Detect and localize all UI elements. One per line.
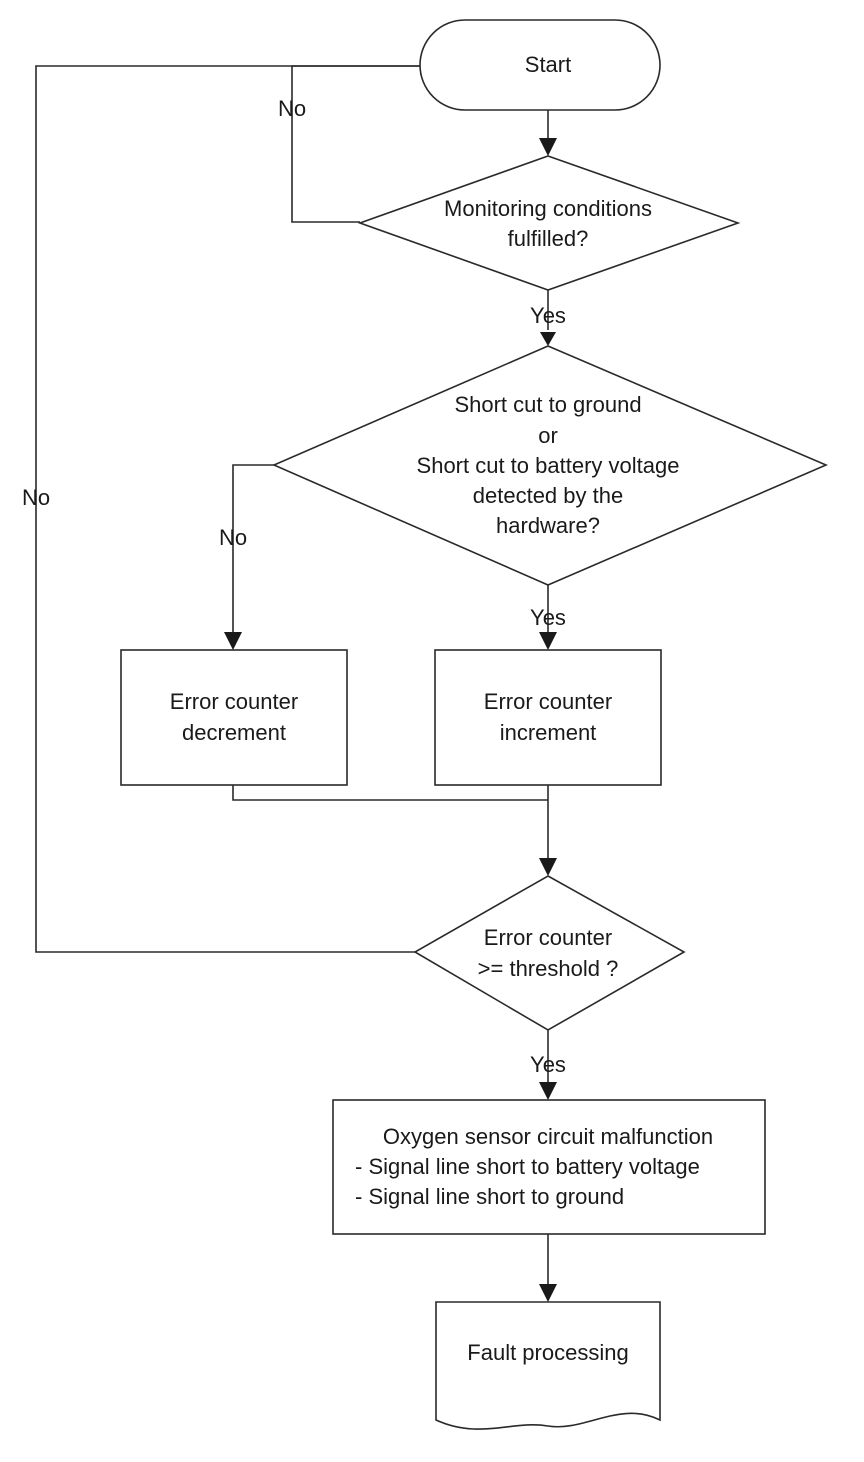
decrement-line1: Error counter	[170, 689, 298, 714]
arrowhead-fault	[539, 1284, 557, 1302]
label-no-threshold: No	[22, 485, 50, 510]
decision-short-line4: detected by the	[473, 483, 623, 508]
document-fault-processing: Fault processing	[435, 1301, 661, 1430]
label-yes-monitoring: Yes	[530, 303, 566, 328]
connector-decrement-merge	[232, 785, 548, 801]
label-yes-threshold: Yes	[530, 1052, 566, 1077]
process-oxygen-sensor-malfunction: Oxygen sensor circuit malfunction - Sign…	[332, 1099, 766, 1235]
process-error-counter-decrement: Error counter decrement	[120, 649, 348, 786]
malfunction-line1: Oxygen sensor circuit malfunction	[383, 1124, 713, 1149]
malfunction-line2: - Signal line short to battery voltage	[355, 1154, 700, 1179]
start-label: Start	[525, 52, 571, 77]
decision-short-line3: Short cut to battery voltage	[417, 453, 680, 478]
decision-monitoring-line2: fulfilled?	[508, 226, 589, 251]
arrowhead-monitoring	[539, 138, 557, 156]
increment-line2: increment	[500, 720, 597, 745]
threshold-line2: >= threshold ?	[478, 956, 619, 981]
arrowhead-short	[540, 332, 556, 346]
decision-short-line2: or	[538, 423, 558, 448]
fault-processing-label: Fault processing	[467, 1340, 628, 1365]
label-no-monitoring: No	[278, 96, 306, 121]
label-yes-short: Yes	[530, 605, 566, 630]
threshold-line1: Error counter	[484, 925, 612, 950]
arrowhead-increment	[539, 632, 557, 650]
arrowhead-threshold	[539, 858, 557, 876]
decision-short-line1: Short cut to ground	[454, 392, 641, 417]
decision-monitoring-line1: Monitoring conditions	[444, 196, 652, 221]
decrement-line2: decrement	[182, 720, 286, 745]
decision-short-cut: Short cut to ground or Short cut to batt…	[271, 345, 829, 586]
decision-short-line5: hardware?	[496, 513, 600, 538]
arrowhead-decrement	[224, 632, 242, 650]
connector-short-no-to-decrement	[232, 464, 274, 632]
start-node: Start	[419, 19, 661, 111]
connector-monitoring-no-loop	[291, 65, 420, 223]
label-no-short: No	[219, 525, 247, 550]
malfunction-line3: - Signal line short to ground	[355, 1184, 624, 1209]
arrowhead-malfunction	[539, 1082, 557, 1100]
decision-threshold: Error counter >= threshold ?	[413, 875, 686, 1031]
decision-monitoring-conditions: Monitoring conditions fulfilled?	[357, 155, 741, 291]
connector-threshold-no-loop	[35, 65, 420, 953]
increment-line1: Error counter	[484, 689, 612, 714]
process-error-counter-increment: Error counter increment	[434, 649, 662, 786]
